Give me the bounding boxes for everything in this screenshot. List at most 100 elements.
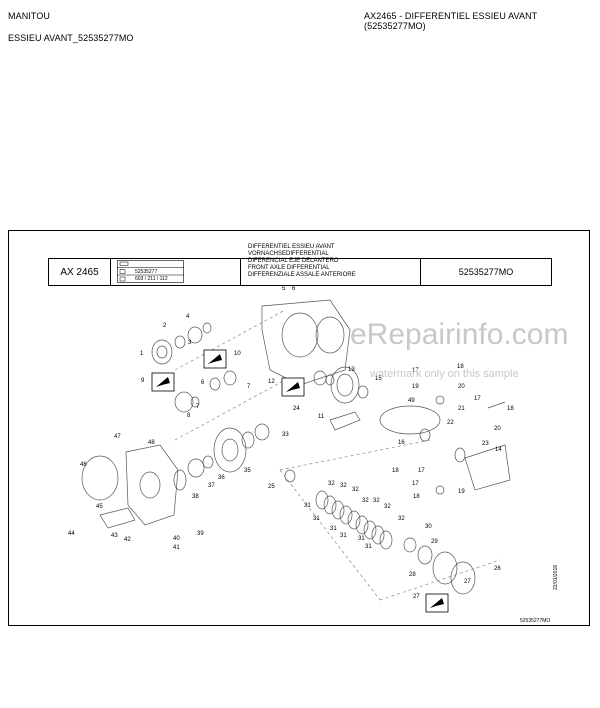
svg-text:4: 4 xyxy=(186,314,190,320)
section-label: ESSIEU AVANT_52535277MO xyxy=(8,33,134,43)
crown-gear xyxy=(330,366,360,404)
svg-text:31: 31 xyxy=(330,526,337,532)
name-it: DIFFERENZIALE ASSALE ANTERIORE xyxy=(248,272,356,278)
svg-text:6: 6 xyxy=(292,286,296,292)
svg-text:7: 7 xyxy=(196,404,200,410)
svg-text:28: 28 xyxy=(409,572,416,578)
svg-text:31: 31 xyxy=(340,533,347,539)
svg-text:1: 1 xyxy=(140,351,144,357)
svg-text:49: 49 xyxy=(408,398,415,404)
ref-table-icon xyxy=(117,260,184,283)
svg-text:5: 5 xyxy=(282,286,286,292)
svg-text:32: 32 xyxy=(352,487,359,493)
svg-text:35: 35 xyxy=(244,468,251,474)
footer-reference: 52535277MO xyxy=(520,618,551,624)
watermark-logo: eRepairinfo.com xyxy=(350,318,569,351)
svg-text:18: 18 xyxy=(507,406,514,412)
svg-text:17: 17 xyxy=(412,481,419,487)
pinion-gear xyxy=(151,339,173,365)
svg-text:37: 37 xyxy=(208,483,215,489)
name-fr: DIFFERENTIEL ESSIEU AVANT xyxy=(248,244,335,250)
svg-text:15: 15 xyxy=(375,376,382,382)
svg-text:31: 31 xyxy=(358,536,365,542)
svg-text:33: 33 xyxy=(282,432,289,438)
svg-text:18: 18 xyxy=(457,364,464,370)
side-cover xyxy=(125,444,179,526)
svg-text:25: 25 xyxy=(268,484,275,490)
ref-line-2: 603 / 211 / 112 xyxy=(135,276,168,282)
svg-text:17: 17 xyxy=(418,468,425,474)
svg-text:6: 6 xyxy=(201,380,205,386)
sleeve xyxy=(464,444,511,491)
svg-text:19: 19 xyxy=(458,489,465,495)
svg-text:24: 24 xyxy=(293,406,300,412)
svg-text:13: 13 xyxy=(348,367,355,373)
svg-text:32: 32 xyxy=(373,498,380,504)
svg-text:20: 20 xyxy=(458,384,465,390)
svg-text:44: 44 xyxy=(68,531,75,537)
cover-gasket xyxy=(81,455,119,501)
document-title: AX2465 - DIFFERENTIEL ESSIEU AVANT (5253… xyxy=(364,11,538,31)
svg-text:18: 18 xyxy=(413,494,420,500)
svg-text:32: 32 xyxy=(340,483,347,489)
svg-text:43: 43 xyxy=(111,533,118,539)
svg-text:18: 18 xyxy=(392,468,399,474)
svg-text:29: 29 xyxy=(431,539,438,545)
svg-text:31: 31 xyxy=(313,516,320,522)
drawing-reference: 52535277MO xyxy=(458,267,514,277)
drawing-frame xyxy=(8,230,590,626)
svg-text:32: 32 xyxy=(384,504,391,510)
svg-text:42: 42 xyxy=(124,537,131,543)
revision-date: 22/01/2018 xyxy=(553,564,559,590)
svg-text:19: 19 xyxy=(412,384,419,390)
svg-text:7: 7 xyxy=(247,384,251,390)
svg-text:27: 27 xyxy=(464,579,471,585)
svg-text:11: 11 xyxy=(318,414,325,420)
reference-box: 52535277 603 / 211 / 112 xyxy=(111,259,241,285)
svg-text:31: 31 xyxy=(365,544,372,550)
piston xyxy=(432,551,458,585)
svg-text:3: 3 xyxy=(188,340,192,346)
svg-text:10: 10 xyxy=(234,351,241,357)
svg-text:41: 41 xyxy=(173,545,180,551)
svg-text:16: 16 xyxy=(398,440,405,446)
assembly-code: AX 2465 xyxy=(49,259,111,285)
svg-text:32: 32 xyxy=(362,498,369,504)
svg-text:26: 26 xyxy=(494,566,501,572)
svg-text:45: 45 xyxy=(96,504,103,510)
svg-text:47: 47 xyxy=(114,434,121,440)
name-en: FRONT AXLE DIFFERENTIAL xyxy=(248,265,330,271)
name-de: VORNACHSEDIFFERENTIAL xyxy=(248,251,329,257)
ref-line-1: 52535277 xyxy=(135,269,158,275)
title-block: AX 2465 52535277 603 / 211 / 112 5253527… xyxy=(48,258,552,286)
svg-text:17: 17 xyxy=(412,368,419,374)
svg-text:23: 23 xyxy=(482,441,489,447)
svg-text:9: 9 xyxy=(141,378,145,384)
svg-text:27: 27 xyxy=(413,594,420,600)
svg-text:46: 46 xyxy=(80,462,87,468)
svg-text:31: 31 xyxy=(304,503,311,509)
svg-text:8: 8 xyxy=(187,413,191,419)
name-es: DIFERENCIAL EJE DELANTERO xyxy=(248,258,339,264)
svg-text:12: 12 xyxy=(268,379,275,385)
svg-text:22: 22 xyxy=(447,420,454,426)
svg-text:40: 40 xyxy=(173,536,180,542)
watermark-note: watermark only on this sample xyxy=(370,368,519,380)
housing xyxy=(261,299,351,386)
svg-text:32: 32 xyxy=(398,516,405,522)
svg-text:17: 17 xyxy=(474,396,481,402)
svg-text:30: 30 xyxy=(425,524,432,530)
names-cell xyxy=(241,259,421,285)
svg-text:20: 20 xyxy=(494,426,501,432)
svg-text:21: 21 xyxy=(458,406,465,412)
svg-text:38: 38 xyxy=(192,494,199,500)
svg-text:48: 48 xyxy=(148,440,155,446)
svg-text:14: 14 xyxy=(495,447,502,453)
svg-text:39: 39 xyxy=(197,531,204,537)
svg-text:2: 2 xyxy=(163,323,167,329)
spur-gear xyxy=(213,427,247,473)
svg-text:32: 32 xyxy=(328,481,335,487)
svg-text:36: 36 xyxy=(218,475,225,481)
